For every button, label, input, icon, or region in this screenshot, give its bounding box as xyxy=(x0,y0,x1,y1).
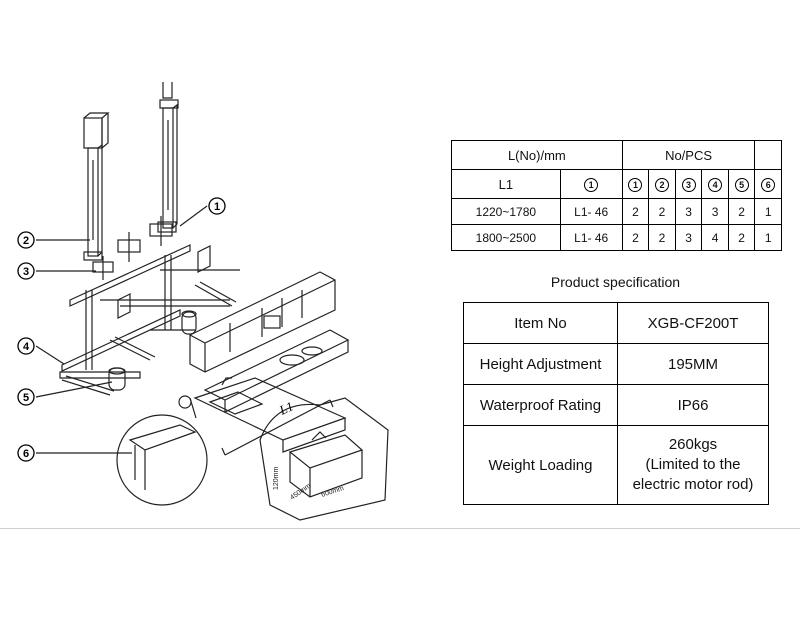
spec-label: Height Adjustment xyxy=(463,343,618,385)
spec-table: Item No XGB-CF200T Height Adjustment 195… xyxy=(463,302,769,505)
right-lift-column xyxy=(157,82,179,233)
spec-label: Waterproof Rating xyxy=(463,384,618,426)
worktop xyxy=(203,329,350,413)
count-cell: 2 xyxy=(648,198,676,225)
exploded-assembly-drawing: 1 2 3 4 5 6 L1 120mm 450mm 600mm xyxy=(17,82,389,521)
spec-value: 260kgs (Limited to the electric motor ro… xyxy=(617,425,769,505)
count-cell: 2 xyxy=(727,198,756,225)
spec-value: XGB-CF200T xyxy=(617,302,769,344)
spec-value: IP66 xyxy=(617,384,769,426)
count-cell: 2 xyxy=(621,198,650,225)
table-row: Weight Loading 260kgs (Limited to the el… xyxy=(463,425,769,505)
marker-4: 4 xyxy=(708,178,723,192)
quantity-table: L(No)/mm No/PCS L1 1 1 2 3 4 5 6 1220~17… xyxy=(451,140,782,251)
header-empty xyxy=(754,140,782,170)
count-cell: 2 xyxy=(727,224,756,251)
count-cell: 1 xyxy=(754,224,782,251)
part-marker-cell: 4 xyxy=(701,169,729,199)
sink-worktop xyxy=(193,377,347,453)
dim-depth: 450mm xyxy=(289,482,312,501)
count-cell: 3 xyxy=(701,198,729,225)
part-marker-cell: 5 xyxy=(727,169,756,199)
marker-3: 3 xyxy=(681,178,696,192)
marker-1: 1 xyxy=(584,178,599,192)
spec-label: Item No xyxy=(463,302,618,344)
count-cell: 4 xyxy=(701,224,729,251)
count-cell: 3 xyxy=(674,198,703,225)
part-marker-cell: 1 xyxy=(559,169,623,199)
spec-label: Weight Loading xyxy=(463,425,618,505)
l1-label: L1 xyxy=(276,398,296,418)
spec-value: 195MM xyxy=(617,343,769,385)
part-marker-cell: 2 xyxy=(648,169,676,199)
table-row: Item No XGB-CF200T xyxy=(463,302,769,344)
callout-2: 2 xyxy=(23,235,29,247)
part-marker-cell: 1 xyxy=(621,169,650,199)
roller-parts xyxy=(108,310,197,391)
callout-6: 6 xyxy=(23,448,29,460)
spec-title: Product specification xyxy=(550,274,681,290)
dim-height: 120mm xyxy=(273,466,280,490)
frame-beams xyxy=(59,244,240,396)
detail-magnifier xyxy=(116,395,208,506)
marker-2: 2 xyxy=(655,178,669,192)
range-cell: 1800~2500 xyxy=(451,224,561,251)
header-pcs: No/PCS xyxy=(621,140,756,170)
marker-5: 5 xyxy=(734,178,749,192)
callout-3: 3 xyxy=(23,266,29,278)
range-cell: 1220~1780 xyxy=(451,198,561,225)
callout-4: 4 xyxy=(23,341,30,353)
bottom-divider xyxy=(0,528,800,529)
upper-cabinet xyxy=(189,271,336,373)
count-cell: 3 xyxy=(674,224,703,251)
count-cell: 2 xyxy=(648,224,676,251)
marker-1: 1 xyxy=(628,178,643,192)
length-cell: L1- 46 xyxy=(559,224,623,251)
bracket-parts xyxy=(92,216,211,319)
dim-width: 600mm xyxy=(320,485,345,499)
table-row: 1220~1780 L1- 46 2 2 3 3 2 1 xyxy=(451,198,782,225)
sink-detail-bubble xyxy=(259,397,389,521)
part-marker-cell: 3 xyxy=(674,169,703,199)
header-length: L(No)/mm xyxy=(451,140,623,170)
table-row: 1800~2500 L1- 46 2 2 3 4 2 1 xyxy=(451,224,782,251)
count-cell: 1 xyxy=(754,198,782,225)
table-row: Height Adjustment 195MM xyxy=(463,343,769,385)
callout-leaders xyxy=(35,205,208,454)
count-cell: 2 xyxy=(621,224,650,251)
callout-1: 1 xyxy=(214,201,220,213)
table-row: Waterproof Rating IP66 xyxy=(463,384,769,426)
callout-5: 5 xyxy=(23,392,29,404)
length-cell: L1- 46 xyxy=(559,198,623,225)
left-lift-column xyxy=(83,112,110,261)
marker-6: 6 xyxy=(761,178,776,192)
dimension-l1 xyxy=(221,399,334,456)
part-marker-cell: 6 xyxy=(754,169,782,199)
subheader-l1: L1 xyxy=(451,169,561,199)
